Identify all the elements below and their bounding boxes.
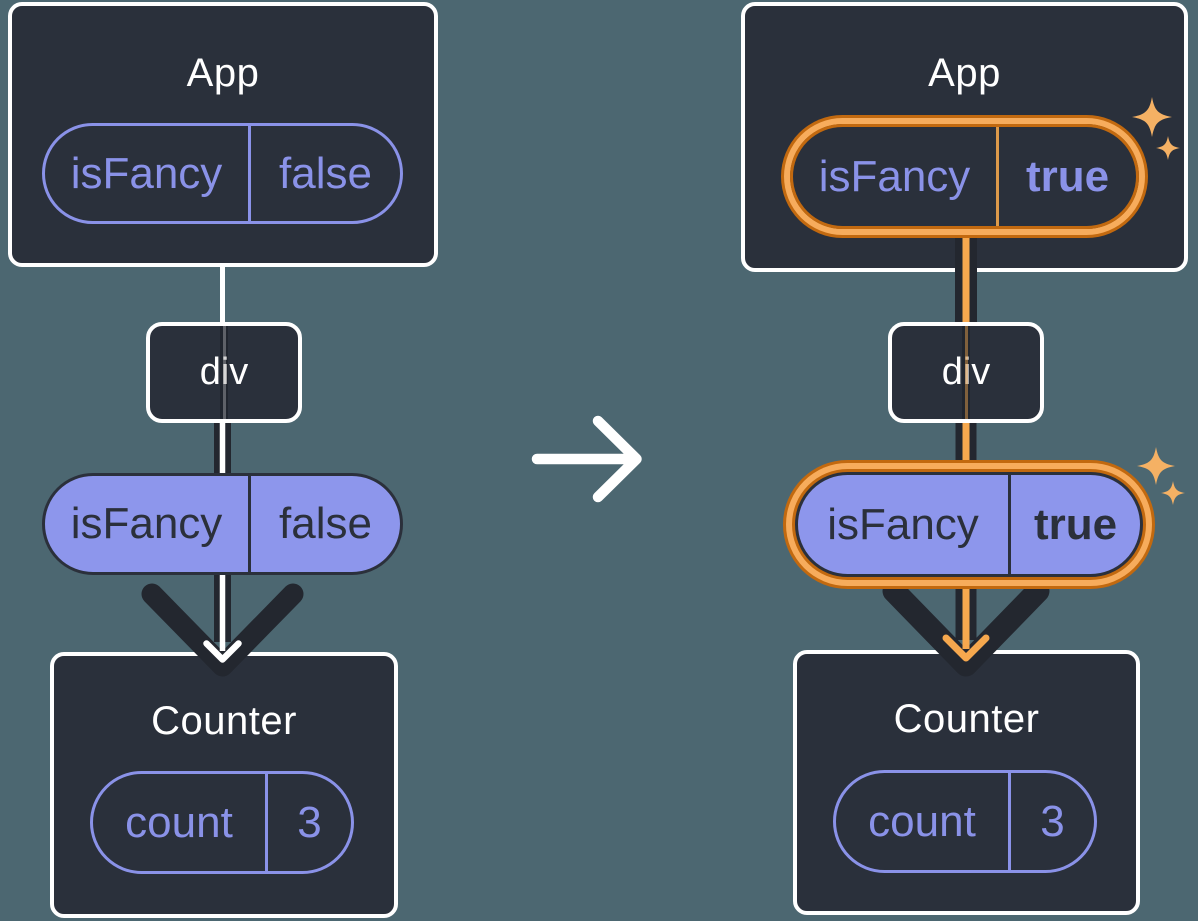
div-label: div [199, 351, 249, 393]
counter-state-pill-before: count 3 [90, 771, 354, 874]
prop-name: isFancy [45, 126, 251, 221]
counter-title-after: Counter [893, 697, 1040, 741]
counter-title-before: Counter [151, 699, 297, 743]
state-name: count [93, 774, 268, 871]
sparkle-icon [1156, 136, 1180, 160]
transition-arrow-icon [531, 415, 642, 503]
prop-value: true [1033, 499, 1118, 549]
state-value: 3 [1040, 796, 1065, 846]
tree-connector-app-div-after [955, 235, 977, 328]
state-name: count [836, 773, 1011, 870]
app-title-before: App [186, 51, 260, 95]
app-prop-pill-before: isFancy false [42, 123, 403, 224]
state-value: 3 [297, 797, 322, 847]
sparkle-icon [1137, 447, 1175, 485]
prop-value: false [279, 148, 372, 198]
div-label: div [941, 351, 991, 393]
counter-state-pill-after: count 3 [833, 770, 1097, 873]
app-prop-pill-after: isFancy true [790, 124, 1139, 229]
app-title-after: App [928, 51, 1001, 95]
prop-value: true [1025, 151, 1110, 201]
passed-prop-pill-before: isFancy false [42, 473, 403, 575]
div-node-before: div [146, 322, 302, 423]
prop-name: isFancy [45, 476, 251, 572]
prop-value: false [279, 499, 372, 548]
sparkle-icon [1132, 97, 1172, 137]
sparkle-icon [1161, 481, 1185, 505]
passed-prop-pill-after: isFancy true [795, 472, 1143, 577]
prop-name: isFancy [798, 475, 1011, 574]
prop-name: isFancy [793, 127, 999, 226]
